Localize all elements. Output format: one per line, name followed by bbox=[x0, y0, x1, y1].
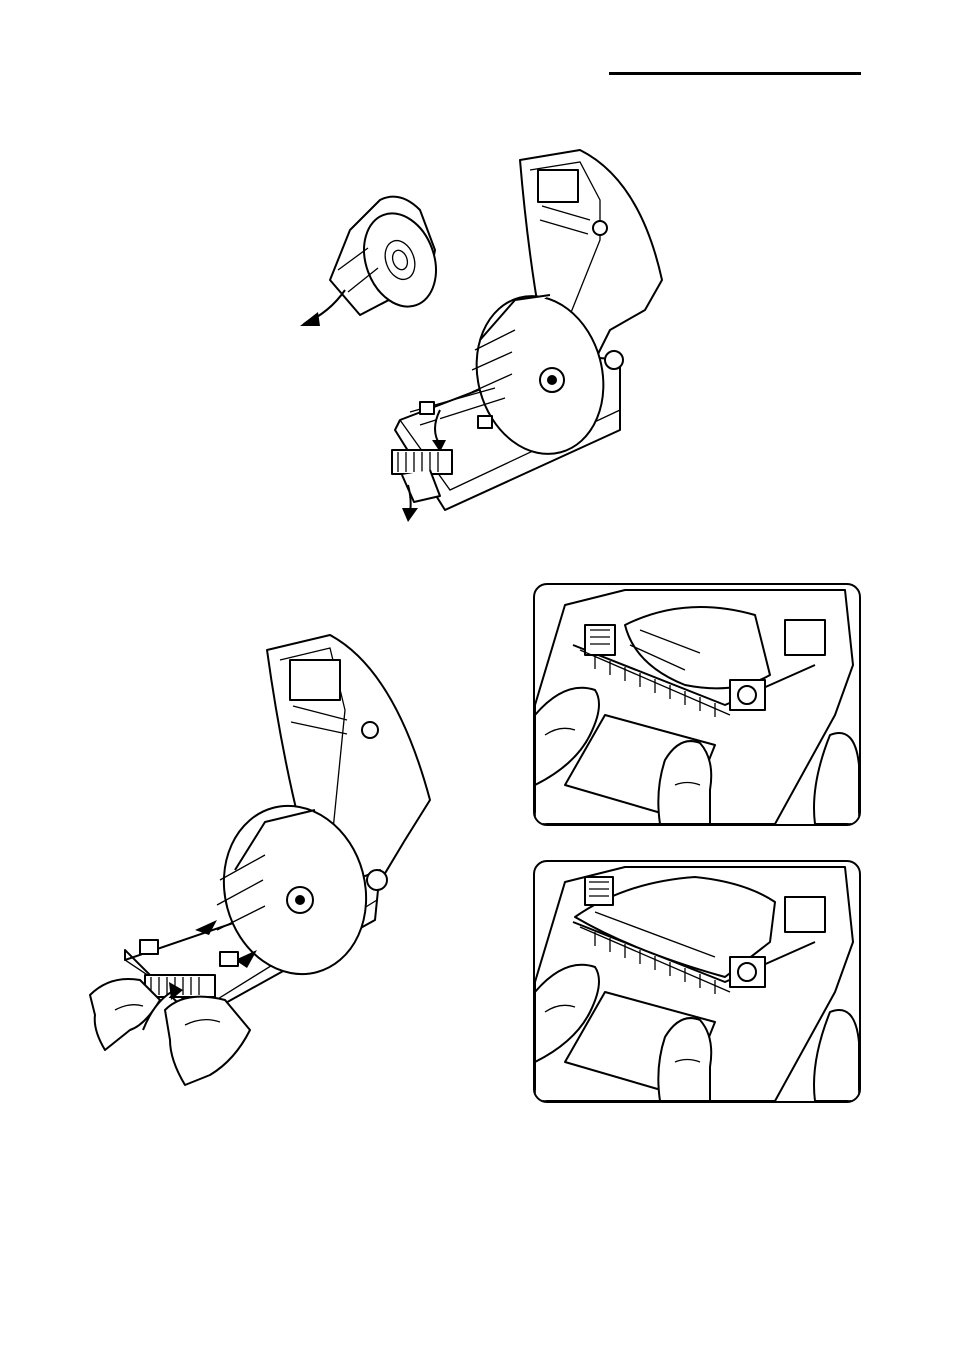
printer-hands-feeding-icon bbox=[85, 630, 445, 1090]
closeup-fingers-paper-lid-icon bbox=[535, 862, 859, 1101]
paper-feed-by-hand-illustration bbox=[85, 630, 445, 1090]
loose-label-roll-icon bbox=[300, 197, 448, 326]
closeup-fingers-paper-icon bbox=[535, 585, 859, 824]
label-roll-insertion-illustration bbox=[290, 140, 690, 530]
header-rule bbox=[609, 72, 861, 75]
paper-through-slot-closeup-1 bbox=[533, 583, 861, 826]
paper-through-slot-closeup-2 bbox=[533, 860, 861, 1103]
printer-open-with-roll-icon bbox=[290, 140, 690, 530]
